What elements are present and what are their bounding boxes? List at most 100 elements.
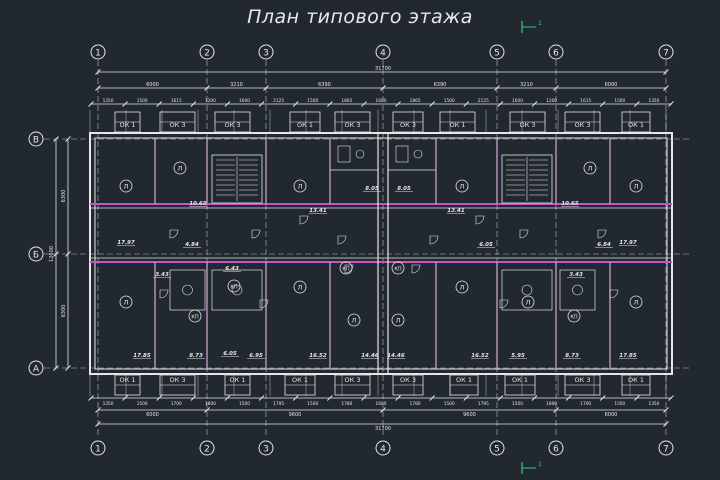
room-label-17: КП bbox=[570, 314, 578, 320]
dim-bottom-detail-5: 1795 bbox=[273, 401, 284, 407]
dim-tick-detail-top-17 bbox=[668, 101, 674, 107]
area-label-22: 13.41 bbox=[447, 208, 465, 214]
dim-tick-detail-top-1 bbox=[122, 101, 128, 107]
dim-top-detail-10: 1500 bbox=[444, 98, 455, 104]
fixture-0 bbox=[337, 145, 351, 163]
dim-left-lower: 6300 bbox=[61, 305, 67, 318]
axis-label-bottom-6: 6 bbox=[553, 445, 559, 455]
dim-top-detail-7: 1865 bbox=[341, 98, 352, 104]
room-label-14: КП bbox=[230, 284, 238, 290]
window-label-top-6: ОК 1 bbox=[450, 121, 466, 129]
area-label-8: 6.95 bbox=[249, 353, 263, 359]
dim-tick-top-4 bbox=[494, 85, 500, 91]
axis-label-bottom-1: 1 bbox=[95, 445, 101, 455]
dim-tick-detail-top-16 bbox=[634, 101, 640, 107]
dim-tick-detail-bottom-5 bbox=[258, 395, 265, 401]
area-label-7: 8.73 bbox=[189, 353, 203, 359]
bath-fixture-0 bbox=[182, 284, 193, 296]
dim-tick-detail-top-8 bbox=[361, 101, 367, 107]
dim-tick-detail-bottom-4 bbox=[224, 395, 231, 401]
axis-bubble-top-1 bbox=[90, 44, 106, 60]
dim-tick-detail-bottom-3 bbox=[190, 395, 197, 401]
window-label-bottom-7: ОК 1 bbox=[512, 376, 528, 384]
dim-tick-detail-top-3 bbox=[190, 101, 197, 107]
dim-tick bbox=[95, 69, 101, 75]
axis-bubble-1 bbox=[28, 131, 44, 147]
dim-bottom-detail-4: 1500 bbox=[239, 401, 250, 407]
window-label-top-1: ОК 3 bbox=[170, 121, 186, 129]
area-label-17: 17.97 bbox=[619, 240, 637, 246]
window-label-bottom-6: ОК 1 bbox=[456, 376, 472, 384]
party-wall bbox=[377, 132, 389, 375]
dim-tick-detail-top-13 bbox=[531, 101, 538, 107]
room-label-11: Л bbox=[526, 298, 531, 306]
door-swing-13 bbox=[609, 289, 619, 299]
dim-bottom-main-3: 6000 bbox=[605, 412, 618, 418]
dim-top-detail-12: 1600 bbox=[512, 98, 523, 104]
dim-tick-detail-bottom-9 bbox=[395, 395, 401, 401]
room-label-16: КП bbox=[394, 266, 402, 272]
room-label-3: Л bbox=[460, 182, 465, 190]
door-swing-9 bbox=[259, 299, 269, 309]
area-label-20: 8.05 bbox=[397, 186, 411, 192]
axis-label-3: А bbox=[33, 365, 40, 375]
axis-label-bottom-7: 7 bbox=[663, 445, 669, 455]
dim-tick-detail-bottom-1 bbox=[122, 395, 128, 401]
area-label-14: 8.73 bbox=[565, 353, 579, 359]
axis-bubble-top-4 bbox=[375, 44, 391, 60]
dim-left-upper: 6300 bbox=[61, 190, 67, 203]
room-marker-2 bbox=[293, 179, 307, 193]
fixture-1 bbox=[395, 145, 409, 163]
dim-top-detail-5: 2125 bbox=[273, 98, 284, 104]
dim-bottom-detail-1: 1500 bbox=[137, 401, 148, 407]
dim-top-detail-0: 1350 bbox=[103, 98, 114, 104]
axis-bubble-3 bbox=[28, 360, 44, 376]
door-swing-4 bbox=[429, 235, 439, 245]
dim-tick bbox=[663, 69, 669, 75]
dim-top-detail-11: 2125 bbox=[478, 98, 489, 104]
dim-tick-left bbox=[65, 251, 71, 257]
area-label-23: 10.65 bbox=[189, 201, 207, 207]
room-label-0: Л bbox=[124, 182, 129, 190]
dim-tick-detail-top-9 bbox=[395, 101, 401, 107]
dim-tick-detail-bottom-14 bbox=[565, 395, 572, 401]
area-label-10: 14.46 bbox=[361, 353, 379, 359]
dim-tick-detail-bottom-0 bbox=[88, 395, 94, 401]
dim-bottom-main-2: 9600 bbox=[463, 412, 476, 418]
dim-tick-top-0 bbox=[95, 85, 101, 91]
room-marker-6 bbox=[119, 295, 133, 309]
area-label-2: 3.43 bbox=[155, 272, 169, 278]
dim-tick-detail-top-6 bbox=[292, 101, 299, 107]
room-marker-4 bbox=[583, 161, 597, 175]
door-swing-10 bbox=[344, 264, 354, 274]
fixture-round-0 bbox=[355, 149, 365, 159]
dim-tick-left bbox=[53, 365, 59, 371]
window-label-bottom-8: ОК 3 bbox=[575, 376, 591, 384]
axis-label-top-2: 2 bbox=[204, 49, 210, 59]
dim-tick-bottom-0 bbox=[95, 407, 101, 413]
axis-bubble-top-2 bbox=[199, 44, 215, 60]
room-label-7: Л bbox=[298, 283, 303, 291]
dim-tick-detail-bottom-2 bbox=[156, 395, 163, 401]
room-marker-5 bbox=[629, 179, 643, 193]
window-label-top-5: ОК 3 bbox=[400, 121, 416, 129]
window-label-top-7: ОК 3 bbox=[520, 121, 536, 129]
door-swing-5 bbox=[475, 215, 485, 225]
axis-label-1: В bbox=[33, 136, 39, 146]
room-label-8: Л bbox=[352, 316, 357, 324]
dim-bottom-detail-2: 1700 bbox=[171, 401, 182, 407]
room-marker-12 bbox=[629, 295, 643, 309]
dim-tick-left bbox=[53, 136, 59, 142]
dim-tick-detail-bottom-10 bbox=[429, 395, 436, 401]
dim-tick-detail-top-4 bbox=[224, 101, 231, 107]
dim-bottom-detail-12: 1500 bbox=[512, 401, 523, 407]
dim-tick-top-6 bbox=[663, 85, 669, 91]
dim-tick-top-5 bbox=[553, 85, 559, 91]
dim-tick-top-3 bbox=[380, 85, 386, 91]
dim-tick-top-2 bbox=[263, 85, 269, 91]
dim-tick-detail-bottom-13 bbox=[531, 395, 538, 401]
dim-bottom-detail-0: 1350 bbox=[103, 401, 114, 407]
axis-bubble-top-6 bbox=[548, 44, 564, 60]
axis-bubble-bottom-1 bbox=[90, 440, 106, 456]
